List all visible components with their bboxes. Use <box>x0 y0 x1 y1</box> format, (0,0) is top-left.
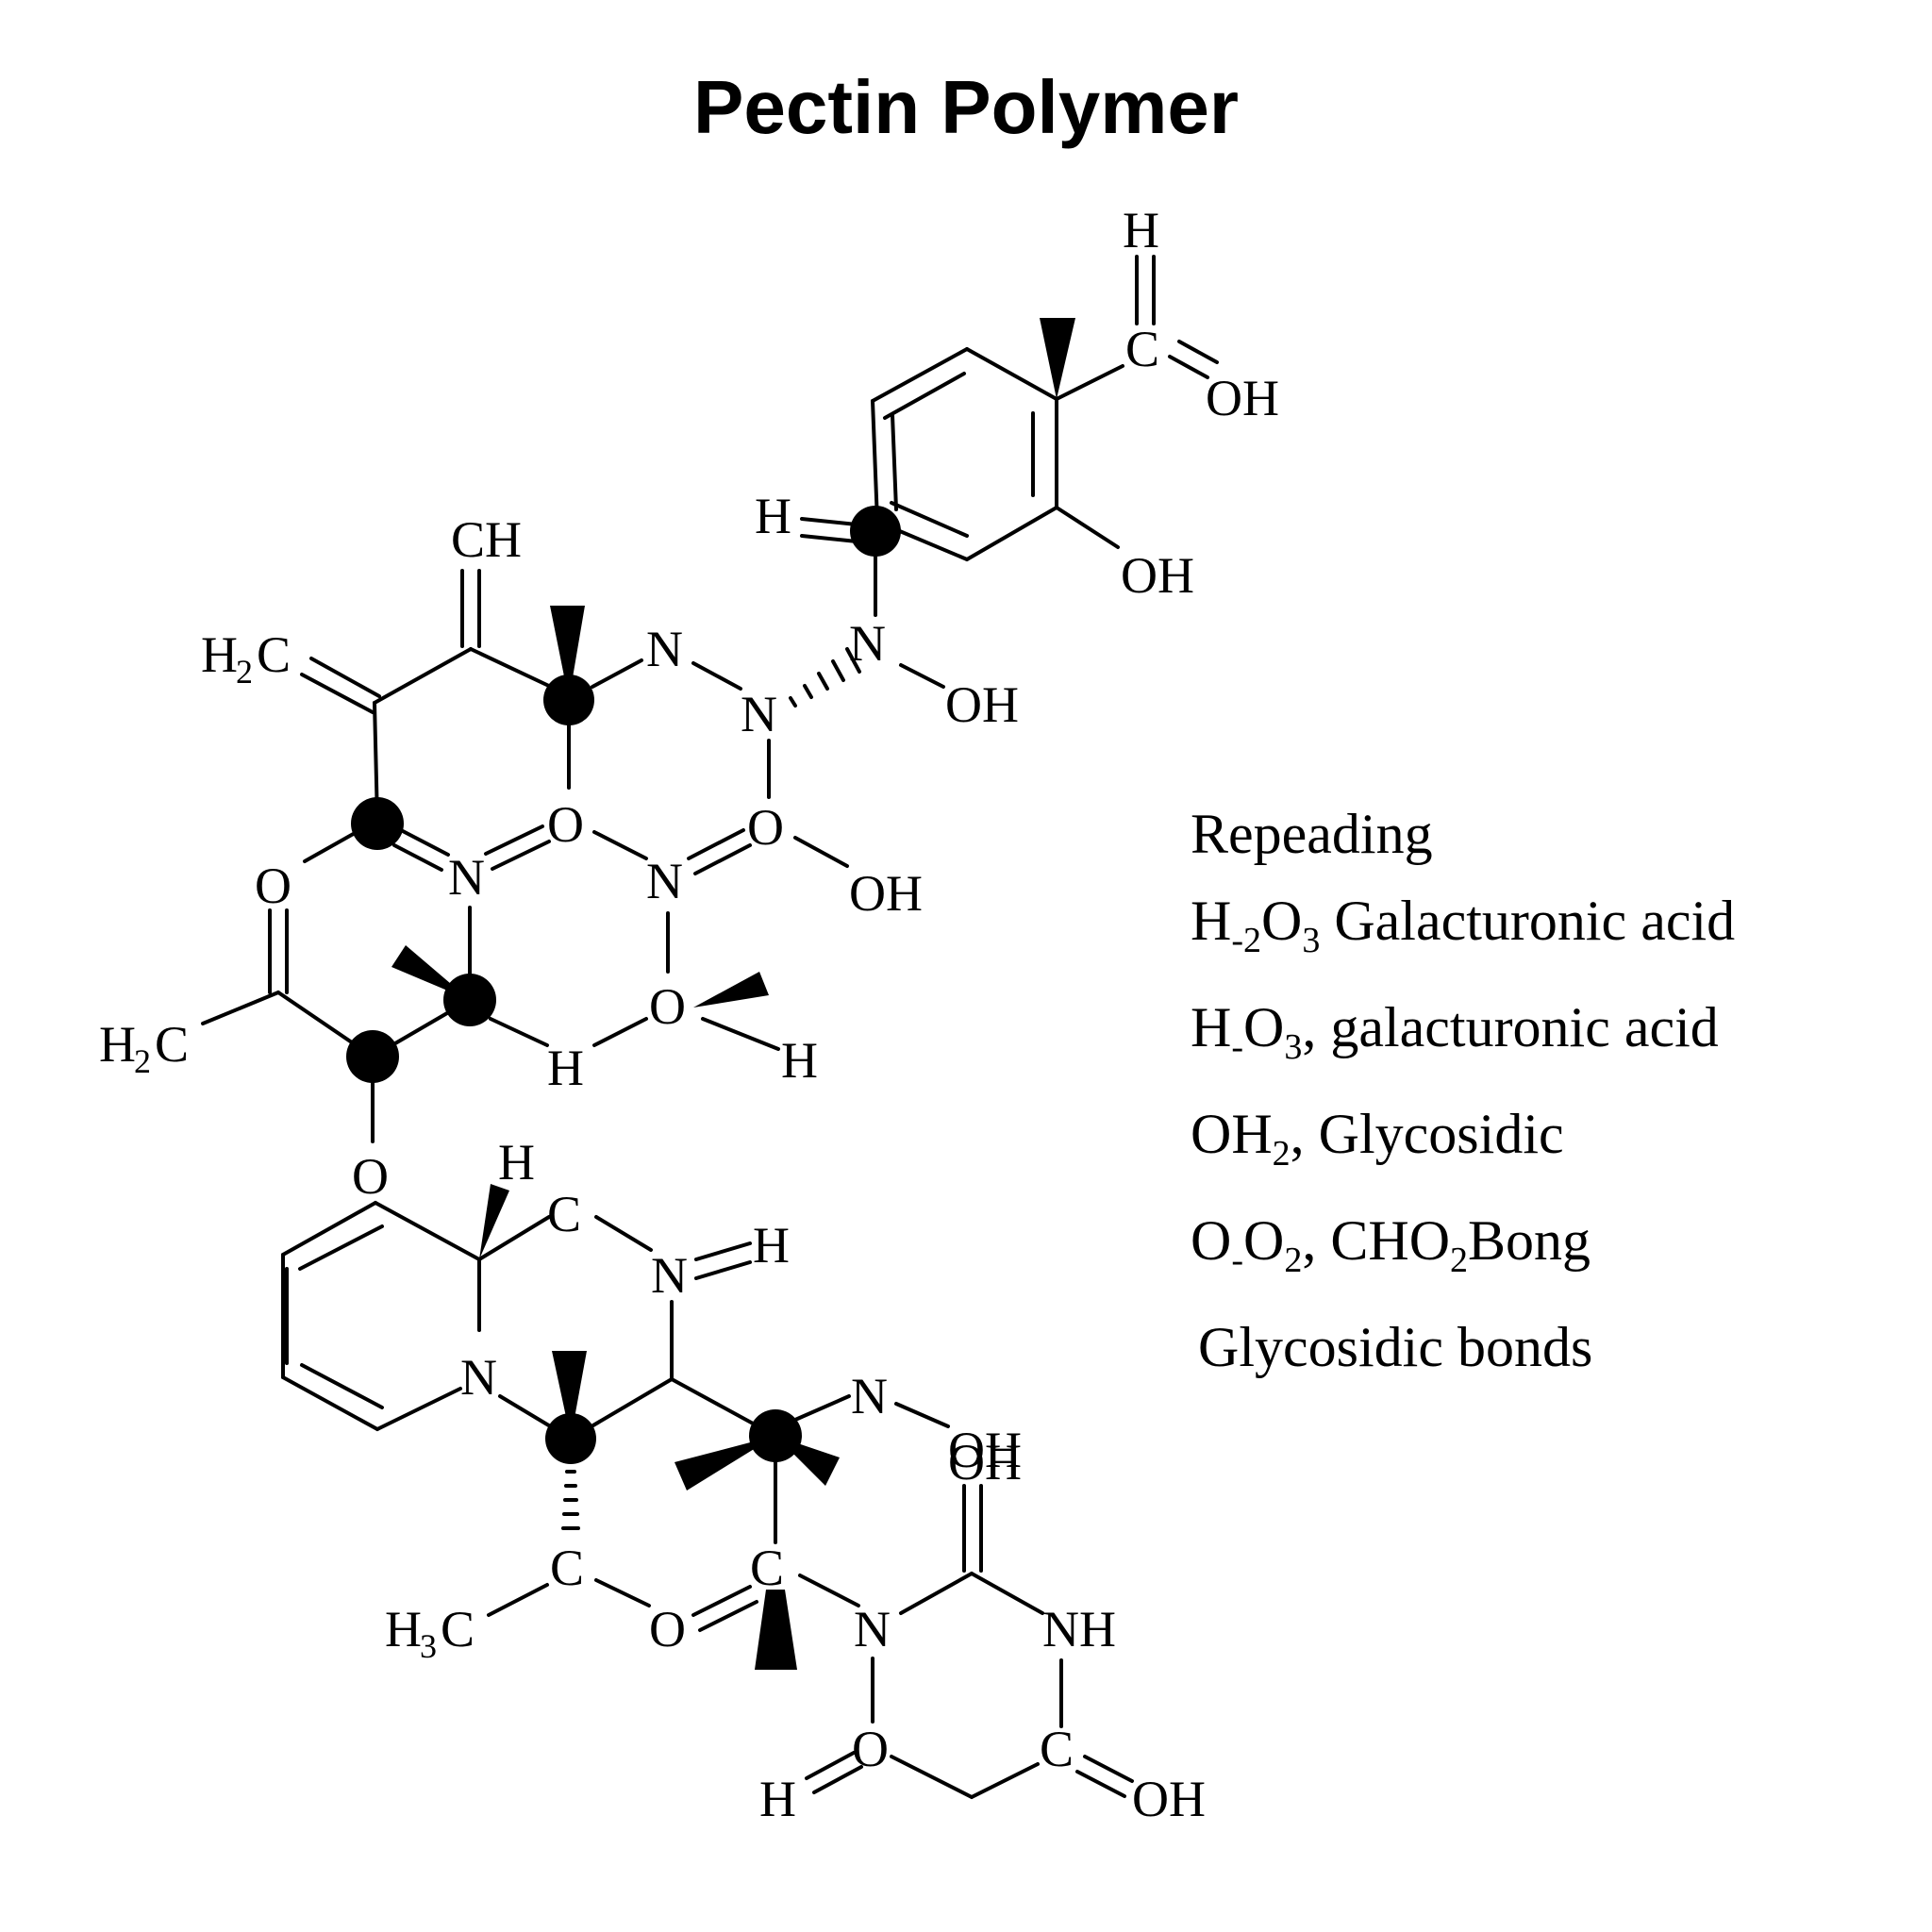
atom-label: OH <box>849 865 923 922</box>
legend: Repeading H-2O3 Galacturonic acid H-O3, … <box>1191 791 1735 1391</box>
atom-label: O <box>649 1601 686 1657</box>
atom-label: C <box>1125 321 1159 377</box>
atom-label: O <box>649 978 686 1035</box>
atom-label: H <box>201 626 238 683</box>
atom-label: C <box>441 1601 475 1657</box>
atom-label: 2 <box>134 1042 151 1080</box>
atom-label: OH <box>1132 1771 1206 1827</box>
atom-label: O <box>547 796 584 853</box>
pyridine-ring <box>281 1201 481 1431</box>
legend-line-5: O-O2, CHO2Bong <box>1191 1209 1591 1280</box>
atom-label: OH <box>948 1422 1022 1478</box>
legend-line-4: OH2, Glycosidic <box>1191 1103 1564 1174</box>
atom-label: N <box>854 1601 891 1657</box>
wedge-bond <box>755 1590 797 1670</box>
atom-label: C <box>547 1186 581 1242</box>
atom-label: 2 <box>236 653 253 691</box>
legend-line-2: H-2O3 Galacturonic acid <box>1191 890 1736 960</box>
stereocenter-dot <box>850 506 901 557</box>
atom-label: O <box>747 799 784 856</box>
wedge-bond <box>391 945 470 1000</box>
atom-label: OH <box>1121 547 1194 604</box>
atom-label: C <box>1040 1721 1074 1777</box>
atom-label: 3 <box>420 1627 437 1665</box>
wedge-bond <box>775 1436 840 1486</box>
atom-label: N <box>849 615 886 672</box>
atom-label: NH <box>1042 1601 1116 1657</box>
wedge-bond <box>675 1436 775 1491</box>
atom-label: H <box>385 1601 422 1657</box>
legend-line-1: Repeading <box>1191 803 1433 865</box>
wedge-bond <box>479 1184 509 1259</box>
page-title: Pectin Polymer <box>692 65 1239 149</box>
atom-label: N <box>646 853 683 909</box>
wedge-bond <box>1040 318 1075 399</box>
atom-label: H <box>781 1032 818 1089</box>
atom-label: H <box>759 1771 796 1827</box>
atom-label: N <box>448 849 485 906</box>
atom-label: OH <box>945 676 1019 733</box>
atom-label: N <box>741 686 777 742</box>
atom-label: C <box>257 626 291 683</box>
atom-label: C <box>155 1016 189 1073</box>
atom-label: H <box>1123 202 1159 258</box>
atom-label: H <box>755 488 791 544</box>
atom-label: H <box>547 1040 584 1096</box>
atom-label: C <box>550 1540 584 1596</box>
legend-line-3: H-O3, galacturonic acid <box>1191 996 1719 1067</box>
atom-label: O <box>352 1148 389 1205</box>
atom-label: OH <box>1206 370 1279 426</box>
atom-label: C <box>750 1540 784 1596</box>
top-benzene-ring <box>871 347 1058 561</box>
wedge-bond <box>552 1351 587 1439</box>
atom-label: H <box>99 1016 136 1073</box>
hashed-bond <box>561 1470 580 1530</box>
legend-line-6: Glycosidic bonds <box>1198 1316 1593 1378</box>
hashed-bond <box>789 647 861 708</box>
atom-label: CH <box>451 511 522 568</box>
atom-label: OH <box>948 1434 1022 1491</box>
atom-label: H <box>753 1217 790 1274</box>
atom-label: N <box>646 621 683 677</box>
wedge-bond <box>693 972 769 1008</box>
stereocenter-dot <box>351 797 404 850</box>
atom-label: N <box>651 1247 688 1304</box>
atom-label: H <box>498 1134 535 1191</box>
atom-label: N <box>460 1349 497 1406</box>
atom-label: O <box>255 858 291 914</box>
wedge-bond <box>550 606 585 700</box>
atom-label: N <box>851 1368 888 1424</box>
